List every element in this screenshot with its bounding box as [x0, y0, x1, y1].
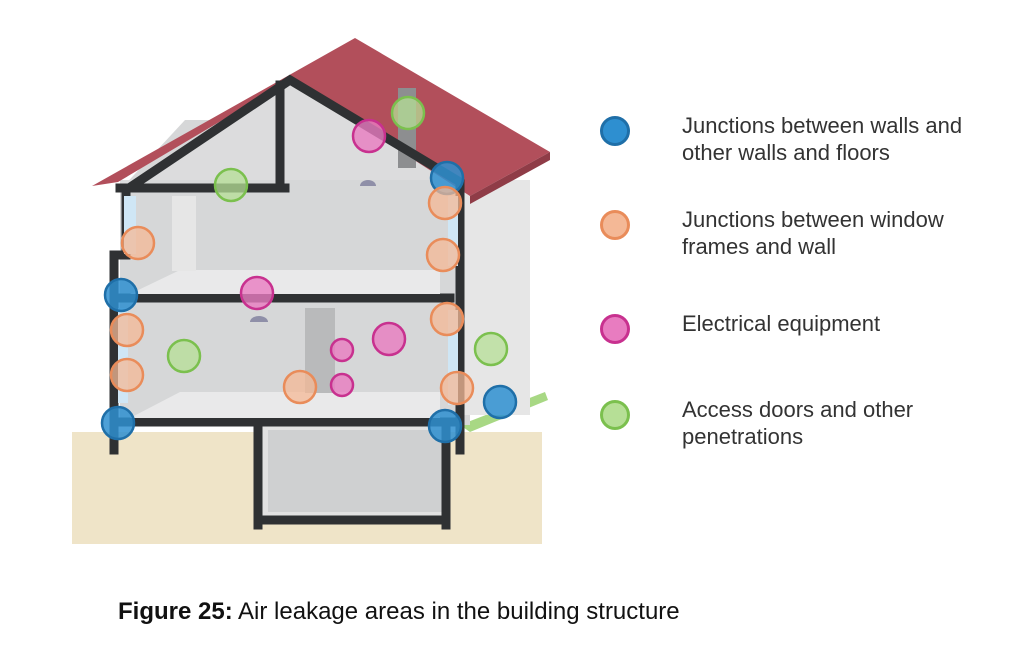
marker-wall-junction	[100, 405, 136, 441]
lamp-upper	[360, 180, 376, 186]
marker-wall-junction	[482, 384, 518, 420]
marker-window-junction	[429, 301, 465, 337]
marker-window-junction	[425, 237, 461, 273]
marker-access-penetration	[213, 167, 249, 203]
marker-access-penetration	[473, 331, 509, 367]
figure-caption: Figure 25: Air leakage areas in the buil…	[118, 598, 680, 626]
marker-access-penetration	[166, 338, 202, 374]
marker-window-junction	[427, 185, 463, 221]
legend-label: Electrical equipment	[682, 311, 881, 336]
legend-label: Junctions between window frames and wall	[682, 207, 944, 259]
legend-label: Junctions between walls and other walls …	[682, 113, 963, 165]
legend-item-windows: Junctions between window frames and wall	[600, 206, 982, 260]
marker-electrical	[371, 321, 407, 357]
caption-text: Air leakage areas in the building struct…	[232, 598, 680, 625]
legend-dot-green-icon	[600, 400, 630, 430]
roof-edge	[470, 152, 550, 204]
legend-dot-orange-icon	[600, 210, 630, 240]
marker-electrical	[239, 275, 275, 311]
window-left-lower	[118, 308, 128, 403]
roof	[92, 38, 550, 196]
markers-electrical	[239, 118, 407, 398]
legend-item-access: Access doors and other penetrations	[600, 396, 982, 450]
legend-label: Access doors and other penetrations	[682, 397, 914, 449]
basement-inner	[268, 430, 442, 512]
legend-item-walls: Junctions between walls and other walls …	[600, 112, 982, 166]
legend-item-electrical: Electrical equipment	[600, 310, 982, 344]
marker-electrical	[329, 337, 355, 363]
marker-wall-junction	[103, 277, 139, 313]
lamp-lower	[250, 316, 268, 322]
marker-electrical	[351, 118, 387, 154]
marker-access-penetration	[390, 95, 426, 131]
marker-window-junction	[282, 369, 318, 405]
partition	[172, 196, 196, 271]
marker-wall-junction	[427, 408, 463, 444]
markers-access	[166, 95, 509, 374]
markers-windows	[109, 185, 475, 406]
marker-window-junction	[109, 357, 145, 393]
window-right-upper	[448, 196, 458, 266]
marker-window-junction	[109, 312, 145, 348]
attic-interior	[120, 80, 450, 188]
right-wall-face	[460, 180, 530, 415]
legend-dot-blue-icon	[600, 116, 630, 146]
floor-lower	[130, 392, 440, 418]
window-right-lower	[448, 310, 458, 405]
marker-electrical	[329, 372, 355, 398]
caption-label: Figure 25:	[118, 598, 233, 625]
marker-window-junction	[120, 225, 156, 261]
marker-window-junction	[439, 370, 475, 406]
legend-dot-pink-icon	[600, 314, 630, 344]
floor-upper	[130, 270, 440, 294]
